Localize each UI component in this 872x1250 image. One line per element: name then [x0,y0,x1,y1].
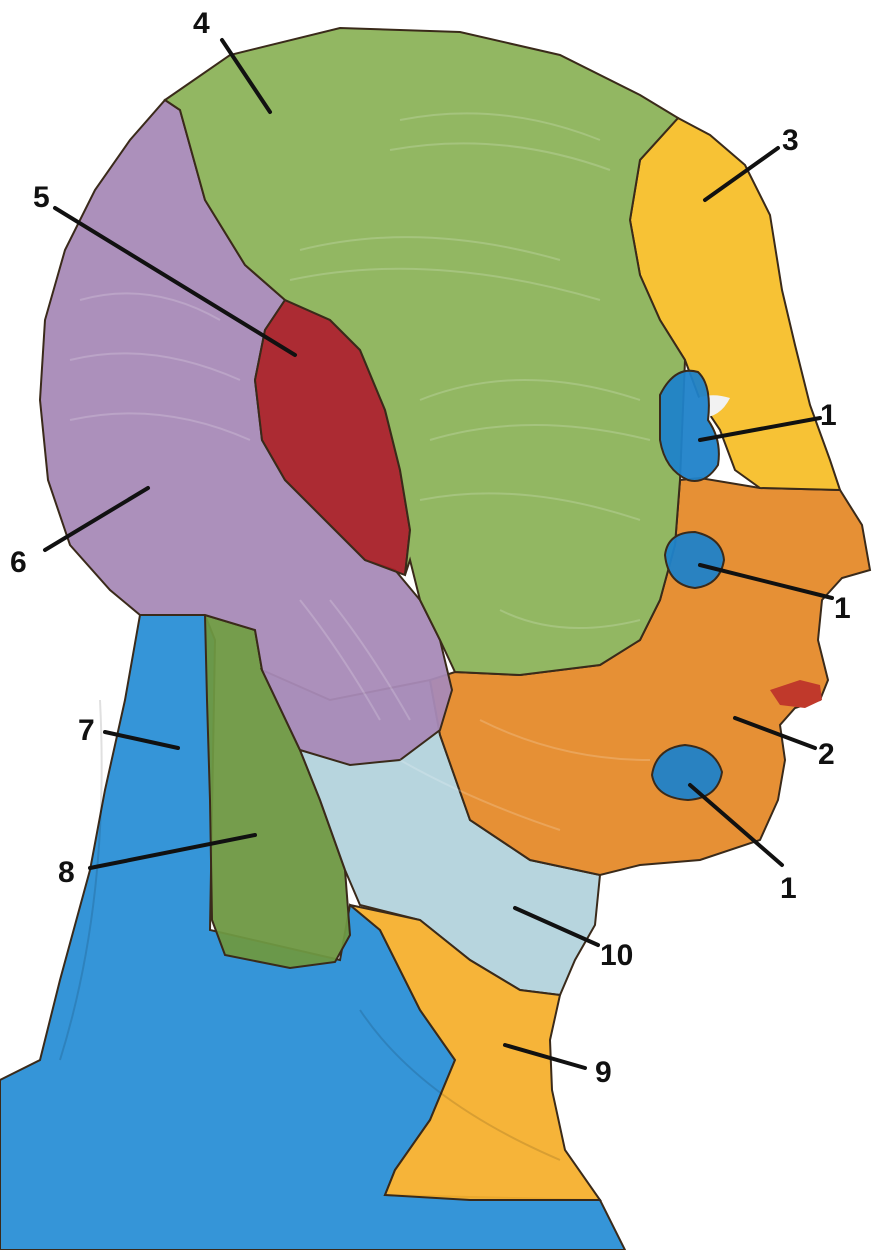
label-10: 10 [600,939,633,972]
label-1-chin: 1 [780,872,797,905]
label-6: 6 [10,546,27,579]
label-1-eye: 1 [820,399,837,432]
label-3: 3 [782,124,799,157]
label-2: 2 [818,738,835,771]
label-7: 7 [78,714,95,747]
label-4: 4 [193,7,210,40]
label-1-nose: 1 [834,592,851,625]
label-5: 5 [33,181,50,214]
label-8: 8 [58,856,75,889]
label-9: 9 [595,1056,612,1089]
